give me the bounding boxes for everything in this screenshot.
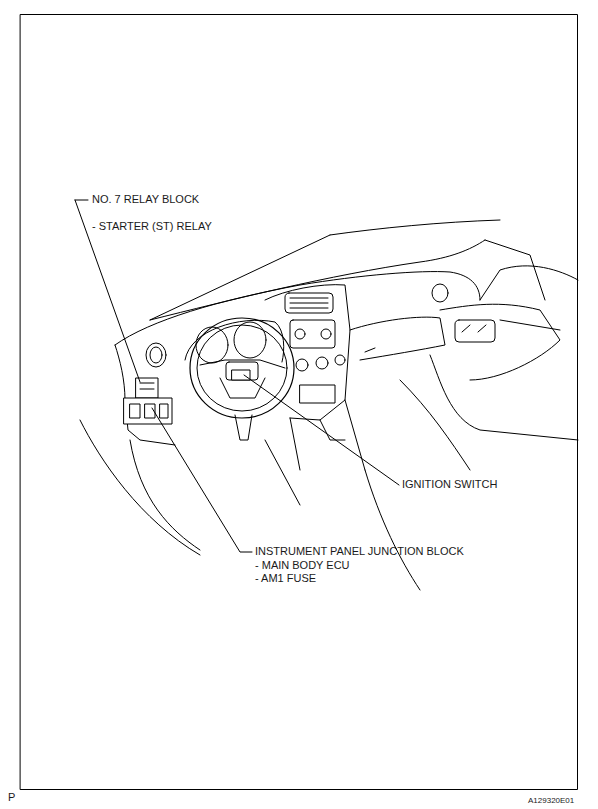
leader-line bbox=[75, 200, 88, 201]
climate-knob bbox=[296, 359, 308, 371]
switch-panel bbox=[300, 385, 335, 403]
steering-spokes bbox=[200, 360, 285, 398]
audio-unit bbox=[290, 320, 335, 348]
vent-slats bbox=[290, 298, 328, 308]
audio-knob bbox=[321, 329, 331, 339]
door-handle bbox=[500, 320, 560, 330]
relay-block-label: NO. 7 RELAY BLOCK bbox=[92, 193, 199, 206]
body-left bbox=[80, 420, 200, 555]
left-vent-inner bbox=[150, 347, 162, 363]
part-name: - AM1 FUSE bbox=[255, 572, 316, 585]
floor-line bbox=[265, 440, 300, 505]
center-console bbox=[290, 400, 365, 470]
junction-block-detail bbox=[130, 404, 168, 418]
climate-knob bbox=[316, 357, 328, 369]
horn-pad bbox=[226, 362, 258, 380]
steering-column bbox=[235, 415, 252, 440]
figure-number: A129320E01 bbox=[528, 796, 574, 806]
center-vent bbox=[285, 293, 333, 313]
part-name: - MAIN BODY ECU bbox=[255, 559, 350, 572]
page-frame bbox=[21, 15, 578, 790]
shifter bbox=[320, 420, 345, 440]
floor-left bbox=[130, 440, 200, 550]
door-top bbox=[480, 266, 578, 300]
door-switch-buttons bbox=[462, 325, 486, 332]
gauge bbox=[196, 327, 228, 363]
gauge-hood bbox=[185, 320, 284, 362]
steering-wheel bbox=[190, 318, 294, 418]
steering-wheel-inner bbox=[197, 325, 287, 411]
dash-top bbox=[115, 272, 480, 345]
center-stack bbox=[265, 285, 350, 420]
left-vent bbox=[146, 343, 166, 367]
gauge bbox=[234, 322, 266, 358]
glovebox bbox=[350, 317, 445, 360]
door-panel bbox=[440, 304, 560, 380]
right-vent bbox=[432, 284, 448, 302]
leader-line bbox=[244, 375, 399, 485]
glovebox-handle bbox=[365, 348, 375, 352]
page-marker: P bbox=[8, 791, 15, 804]
ignition-switch bbox=[232, 370, 250, 380]
a-pillar-right bbox=[485, 240, 545, 300]
relay-detail bbox=[140, 383, 154, 389]
climate-knob bbox=[335, 355, 345, 365]
door-lower bbox=[430, 355, 578, 440]
leader-line bbox=[152, 408, 252, 552]
audio-knob bbox=[295, 329, 305, 339]
junction-block bbox=[124, 398, 172, 424]
part-name: - STARTER (ST) RELAY bbox=[92, 220, 212, 233]
junction-block-label: INSTRUMENT PANEL JUNCTION BLOCK bbox=[255, 545, 464, 558]
part-name: IGNITION SWITCH bbox=[402, 478, 497, 491]
door-switch bbox=[455, 320, 495, 342]
roof-line bbox=[330, 220, 500, 235]
passenger-floor bbox=[400, 380, 470, 470]
dash-left-end bbox=[115, 345, 125, 400]
a-pillar-left bbox=[150, 235, 330, 320]
